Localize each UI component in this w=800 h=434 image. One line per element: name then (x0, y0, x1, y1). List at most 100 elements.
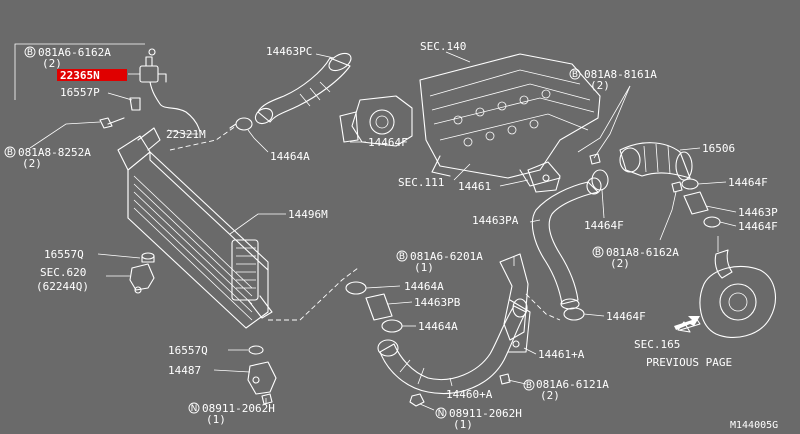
label-previous-page[interactable]: PREVIOUS PAGE (646, 356, 732, 369)
circle-b-icon: B (24, 46, 36, 58)
clamp-14464a-mid-part[interactable] (345, 281, 401, 295)
label-b-081a6-6162a-top[interactable]: 081A6-6162A (38, 46, 111, 59)
sensor-group-bracket (14, 43, 145, 100)
label-16557q[interactable]: 16557Q (44, 248, 84, 261)
label-22321m[interactable]: 22321M (166, 128, 206, 141)
label-14496m[interactable]: 14496M (288, 208, 328, 221)
clamp-14464a-low-part[interactable] (381, 319, 416, 333)
label-22365n[interactable]: 22365N (60, 69, 100, 82)
clip-16557p-part[interactable] (107, 92, 141, 111)
label-qty-r2: (2) (610, 257, 630, 270)
bolt-081a8-8161a-part[interactable] (577, 85, 631, 165)
leader-14496m (229, 213, 286, 235)
label-sec111[interactable]: SEC.111 (398, 176, 444, 189)
label-n-08911-2062h-left[interactable]: 08911-2062H (202, 402, 275, 415)
label-14464f-mid[interactable]: 14464F (368, 136, 408, 149)
label-qty-left-bot: (1) (206, 413, 226, 426)
label-14463pb[interactable]: 14463PB (414, 296, 461, 309)
label-14464a-mid[interactable]: 14464A (404, 280, 444, 293)
flow-line-lower (268, 267, 359, 321)
svg-text:B: B (27, 48, 33, 58)
clamp-14464f-c-part[interactable] (591, 169, 609, 219)
label-n-08911-2062h-mid[interactable]: 08911-2062H (449, 407, 522, 420)
bolt-081a6-6121a-part[interactable] (499, 373, 527, 385)
label-14464f-r1[interactable]: 14464F (728, 176, 768, 189)
label-14464f-r2[interactable]: 14464F (738, 220, 778, 233)
pressure-sensor-part[interactable] (139, 48, 201, 133)
label-14460a[interactable]: 14460+A (446, 388, 493, 401)
hose-14463pb-part[interactable] (365, 293, 413, 321)
highlight-box-22365n[interactable] (57, 69, 127, 81)
air-duct-14463pc-part[interactable] (253, 50, 354, 127)
throttle-body-part[interactable] (339, 95, 413, 147)
bracket-62244q-part[interactable] (106, 263, 155, 294)
label-14463pa[interactable]: 14463PA (472, 214, 519, 227)
label-14464a-top[interactable]: 14464A (270, 150, 310, 163)
svg-text:B: B (595, 248, 601, 258)
engine-cylinder-head-part[interactable] (419, 51, 601, 187)
circle-n-icon: N (188, 402, 200, 414)
label-sec140[interactable]: SEC.140 (420, 40, 466, 53)
clamp-14464f-r1-part[interactable] (681, 178, 727, 190)
circle-b-icon: B (396, 250, 408, 262)
svg-text:B: B (526, 381, 532, 391)
svg-text:N: N (191, 404, 198, 414)
air-pipe-14460a-part[interactable] (377, 298, 528, 395)
label-qty-left: (2) (22, 157, 42, 170)
label-14463p[interactable]: 14463P (738, 206, 778, 219)
label-16557q-low[interactable]: 16557Q (168, 344, 208, 357)
grommet-16557q-low-part[interactable] (228, 345, 264, 355)
intercooler-part[interactable] (117, 127, 273, 329)
clamp-14464f-low-part[interactable] (563, 307, 605, 321)
diagram-code: M144005G (730, 420, 778, 431)
label-14461a[interactable]: 14461+A (538, 348, 585, 361)
grommet-16557q-part[interactable] (97, 252, 155, 263)
label-b-081a8-6162a-right[interactable]: 081A8-6162A (606, 246, 679, 259)
label-sec165[interactable]: SEC.165 (634, 338, 680, 351)
label-14464f-c[interactable]: 14464F (584, 219, 624, 232)
label-b-081a8-8161a[interactable]: 081A8-8161A (584, 68, 657, 81)
label-16557p[interactable]: 16557P (60, 86, 100, 99)
nut-08911-2062h-left-part[interactable] (261, 393, 273, 405)
air-duct-16506-part[interactable] (619, 142, 701, 181)
svg-text:N: N (438, 409, 445, 419)
label-b-081a6-6201a[interactable]: 081A6-6201A (410, 250, 483, 263)
nut-08911-2062h-mid-part[interactable] (409, 393, 435, 411)
circle-n-icon: N (435, 407, 447, 419)
label-sec620-ref: (62244Q) (36, 280, 89, 293)
hose-14463p-part[interactable] (683, 191, 737, 215)
label-14487[interactable]: 14487 (168, 364, 201, 377)
label-14464f-low[interactable]: 14464F (606, 310, 646, 323)
label-qty-right-top: (2) (590, 79, 610, 92)
label-qty-bot: (2) (540, 389, 560, 402)
leader-22321m (167, 129, 198, 135)
bracket-14461a-part[interactable] (499, 253, 537, 355)
air-pipe-14463pa-part[interactable] (529, 177, 602, 310)
label-14463pc[interactable]: 14463PC (266, 45, 312, 58)
label-qty-mid: (1) (414, 261, 434, 274)
label-b-081a6-6121a[interactable]: 081A6-6121A (536, 378, 609, 391)
clamp-14464a-top-part[interactable] (229, 117, 269, 153)
label-sec620[interactable]: SEC.620 (40, 266, 86, 279)
label-qty-top: (2) (42, 57, 62, 70)
flow-line-right (525, 293, 561, 321)
circle-b-icon: B (569, 68, 581, 80)
bolt-081a8-6162a-right-part[interactable] (659, 181, 683, 241)
svg-text:B: B (7, 148, 13, 158)
label-b-081a8-8252a[interactable]: 081A8-8252A (18, 146, 91, 159)
label-14461[interactable]: 14461 (458, 180, 491, 193)
label-14464a-low[interactable]: 14464A (418, 320, 458, 333)
clamp-14464f-r2-part[interactable] (703, 216, 737, 228)
svg-text:B: B (572, 70, 578, 80)
bracket-14487-part[interactable] (213, 361, 277, 395)
bracket-14461-part[interactable] (499, 161, 561, 193)
bolt-081a8-8252a-part[interactable] (29, 117, 125, 149)
label-16506[interactable]: 16506 (702, 142, 735, 155)
circle-b-icon: B (4, 146, 16, 158)
svg-text:B: B (399, 252, 405, 262)
circle-b-icon: B (592, 246, 604, 258)
sec165-arrow-icon (674, 316, 700, 330)
circle-b-icon: B (523, 379, 535, 391)
